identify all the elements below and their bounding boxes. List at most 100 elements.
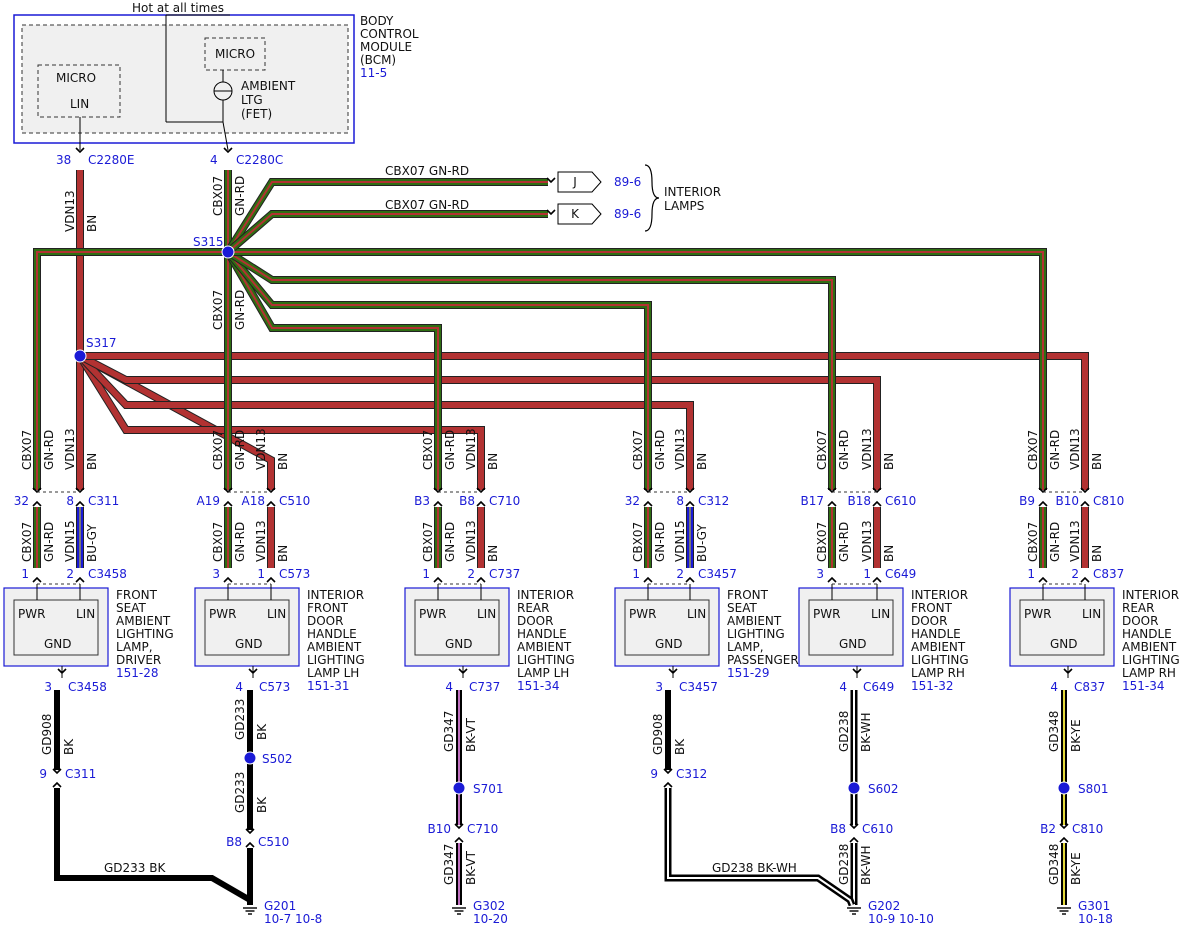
wire-layer — [3, 14, 1115, 907]
module-name: DOOR — [911, 614, 947, 628]
top-lin-pin: A18 — [242, 494, 265, 508]
color-label: BK-WH — [859, 845, 873, 885]
circuit-label: CBX07 — [815, 430, 829, 470]
module-name: HANDLE — [307, 627, 357, 641]
splice-label: S602 — [868, 782, 899, 796]
circuit-label: GD233 — [233, 772, 247, 813]
connector-chevron — [75, 576, 85, 583]
module-lin-label: LIN — [76, 607, 95, 621]
splice-label-s315: S315 — [193, 235, 224, 249]
vdn13-bn-wire — [78, 353, 274, 490]
module-lin-pin: 1 — [257, 567, 265, 581]
module-page-ref: 151-31 — [307, 679, 350, 693]
bcm-micro-right-box — [204, 37, 266, 71]
lower-pin: B8 — [830, 822, 846, 836]
circuit-label: VDN13 — [464, 520, 478, 562]
mid-connector: C311 — [65, 767, 96, 781]
cbx07-gn-rd-wire — [228, 251, 1044, 490]
module-page-ref: 151-28 — [116, 666, 159, 680]
module-name: LIGHTING — [1122, 653, 1180, 667]
module-name: LIGHTING — [911, 653, 969, 667]
bcm-pwr-connector: C2280C — [236, 153, 283, 167]
color-label: BU-GY — [695, 524, 709, 562]
color-label: BN — [695, 453, 709, 470]
connector-chevron — [663, 768, 673, 775]
top-pwr-pin: 32 — [14, 494, 29, 508]
connector-chevron — [827, 576, 837, 583]
ground-connector: C3458 — [68, 680, 107, 694]
color-label: GN-RD — [837, 430, 851, 470]
bcm-fet-label: LTG — [241, 93, 263, 107]
splice-s602 — [847, 781, 861, 795]
module-lin-label: LIN — [477, 607, 496, 621]
connector-chevron — [266, 576, 276, 583]
circuit-label: CBX07 — [1026, 522, 1040, 562]
module-frame — [614, 587, 720, 667]
interior-lamps-ref-j: 89-6 — [614, 175, 641, 189]
connector-chevron — [1059, 836, 1069, 843]
color-label: BK — [255, 796, 269, 813]
top-lin-pin: 8 — [66, 494, 74, 508]
connector-chevron — [827, 500, 837, 507]
color-label: GN-RD — [1048, 430, 1062, 470]
connector-chevron — [1080, 500, 1090, 507]
lower-pin: B10 — [427, 822, 451, 836]
splice-s502 — [243, 751, 257, 765]
circuit-label: CBX07 — [211, 176, 225, 216]
bcm-fet-label: (FET) — [241, 107, 272, 121]
module-name: LAMP, — [727, 640, 764, 654]
circuit-label: GD347 — [442, 711, 456, 752]
circuit-label: GD238 — [837, 711, 851, 752]
splice-label: S801 — [1078, 782, 1109, 796]
run-label: GD238 BK-WH — [712, 861, 797, 875]
bcm-micro-left-box — [37, 64, 121, 118]
cbx07-gn-rd-wire — [227, 251, 833, 490]
lower-connector: C510 — [258, 835, 289, 849]
ground-connector: C573 — [259, 680, 290, 694]
bcm-lin-connector: C2280E — [88, 153, 135, 167]
gd233-run-wire — [54, 788, 253, 905]
module-gnd-label: GND — [655, 637, 683, 651]
circuit-label: VDN15 — [63, 520, 77, 562]
module-gnd-label: GND — [1050, 637, 1078, 651]
color-label: BK-VT — [464, 850, 478, 885]
interior-lamps-pin-j: J — [572, 175, 577, 189]
module-name: LIGHTING — [116, 627, 174, 641]
module-frame — [3, 587, 109, 667]
module-name: INTERIOR — [911, 588, 968, 602]
color-label: BK-YE — [1069, 719, 1083, 752]
vdn13-bn-wire — [77, 354, 484, 490]
connector-chevron — [458, 668, 468, 675]
module-name: DOOR — [517, 614, 553, 628]
circuit-label: GD908 — [651, 714, 665, 755]
circuit-label: CBX07 — [421, 430, 435, 470]
circuit-label: VDN13 — [254, 520, 268, 562]
color-label: BU-GY — [85, 524, 99, 562]
module-pwr-label: PWR — [1024, 607, 1051, 621]
circuit-label: VDN13 — [63, 428, 77, 470]
interior-lamps-brace — [644, 164, 660, 232]
color-label: GN-RD — [233, 522, 247, 562]
connector-chevron — [52, 768, 62, 775]
module-lin-pin: 2 — [66, 567, 74, 581]
ground-pin: 4 — [235, 680, 243, 694]
module-name: AMBIENT — [307, 640, 362, 654]
module-name: LAMP RH — [1122, 666, 1176, 680]
bcm-lin-chevron — [75, 147, 85, 154]
interior-lamps-connector-j — [557, 171, 602, 193]
circuit-label: GD908 — [40, 714, 54, 755]
connector-chevron — [1038, 500, 1048, 507]
top-connector: C710 — [489, 494, 520, 508]
color-label: GN-RD — [233, 290, 247, 330]
cbx07-to-interior-lamps-k — [226, 211, 548, 255]
circuit-label: CBX07 — [211, 430, 225, 470]
top-pwr-pin: B17 — [800, 494, 824, 508]
lower-pin: B8 — [226, 835, 242, 849]
bcm-lin-pin: 38 — [56, 153, 71, 167]
color-label: GN-RD — [1048, 522, 1062, 562]
color-label: GN-RD — [837, 522, 851, 562]
connector-chevron — [643, 500, 653, 507]
interior-lamps-ref-k: 89-6 — [614, 207, 641, 221]
ground-id: G301 — [1078, 899, 1110, 913]
module-pwr-pin: 1 — [632, 567, 640, 581]
